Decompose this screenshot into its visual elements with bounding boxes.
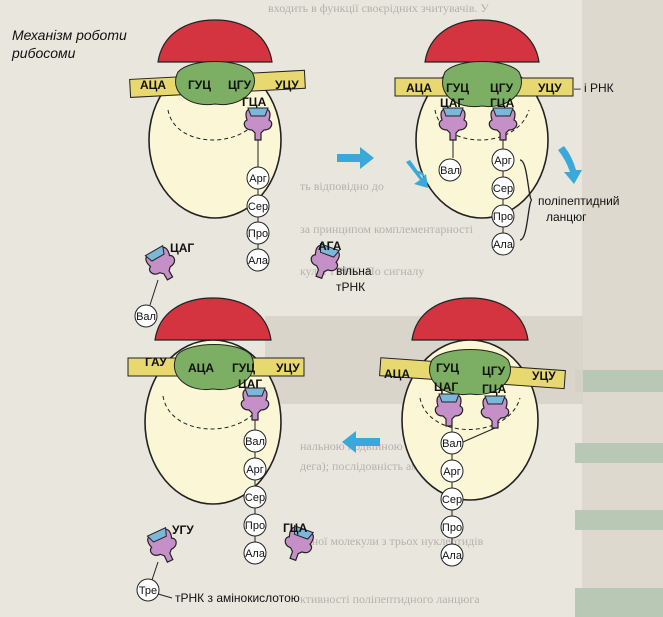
amino-acid: Про <box>245 520 265 532</box>
amino-acid: Ала <box>245 548 266 560</box>
left-arrow-icon <box>342 431 380 453</box>
ribosome-large-subunit <box>424 19 540 63</box>
active-site <box>175 61 255 106</box>
amino-acid: Ала <box>493 239 514 251</box>
anticodon-label: ГЦА <box>283 521 308 535</box>
amino-acid: Ала <box>442 550 463 562</box>
right-arrow-icon <box>337 147 374 169</box>
amino-acid: Арг <box>246 464 263 476</box>
amino-acid: Про <box>493 211 513 223</box>
amino-acid: Вал <box>440 165 460 177</box>
amino-acid: Тре <box>139 585 157 597</box>
svg-text:за принципом комплементарності: за принципом комплементарності <box>300 222 474 236</box>
chain-brace <box>519 159 533 241</box>
anticodon-label: ЦАГ <box>440 96 464 110</box>
active-site <box>429 349 511 396</box>
amino-acid: Арг <box>249 173 266 185</box>
mrna-codon: АЦА <box>384 367 410 381</box>
polypeptide-chain: Вал Арг Сер Про Ала <box>243 429 267 565</box>
trna-with-aa-label: тРНК з амінокислотою <box>175 591 300 605</box>
panel-1: АЦА ГУЦ ЦГУ УЦУ ГЦА Арг Сер Про Ала ЦАГ … <box>129 19 372 328</box>
amino-acid: Про <box>442 522 462 534</box>
mrna-codon: АЦА <box>188 361 214 375</box>
mrna-codon: ГУЦ <box>446 81 469 95</box>
anticodon-label: ГЦА <box>482 382 507 396</box>
amino-acid: Сер <box>245 492 265 504</box>
polypeptide-label: ланцюг <box>546 210 587 224</box>
anticodon-label: ГЦА <box>242 95 267 109</box>
down-arrow-icon <box>558 146 582 184</box>
mrna-codon: АЦА <box>140 78 166 92</box>
down-arrow-icon <box>406 160 428 188</box>
amino-acid: Вал <box>136 311 156 323</box>
irna-label: – і РНК <box>574 81 614 95</box>
anticodon-label: ЦАГ <box>170 241 194 255</box>
free-trna-label: тРНК <box>336 280 365 294</box>
anticodon-label: УГУ <box>172 523 194 537</box>
polypeptide-chain: Вал Арг Сер Про Ала <box>440 431 464 567</box>
polypeptide-chain: Арг Сер Про Ала <box>491 148 515 256</box>
panel-4: ГАУ АЦА ГУЦ УЦУ ЦАГ Вал Арг Сер Про Ала … <box>127 297 318 605</box>
ribosome-large-subunit <box>411 297 529 341</box>
svg-text:входить в функції своєрідних з: входить в функції своєрідних зчитувачів.… <box>268 1 489 15</box>
diagram-title-line1: Механізм роботи <box>12 27 127 43</box>
anticodon-label: АГА <box>318 239 342 253</box>
mrna-codon: ГУЦ <box>188 78 211 92</box>
polypeptide-label: поліпептидний <box>538 194 619 208</box>
amino-acid: Сер <box>493 183 513 195</box>
mrna-codon: ГУЦ <box>436 361 459 375</box>
mrna-codon: ЦГУ <box>482 364 506 378</box>
free-trna-label: вільна <box>336 264 372 278</box>
svg-text:ть відповідно до: ть відповідно до <box>300 179 384 193</box>
ribosome-large-subunit <box>157 19 273 63</box>
mrna-codon: ГУЦ <box>232 361 255 375</box>
mrna-codon: УЦУ <box>276 361 300 375</box>
mrna-codon: УЦУ <box>275 78 299 92</box>
mrna-codon: ГАУ <box>145 355 167 369</box>
mrna-codon: АЦА <box>406 81 432 95</box>
mrna-codon: УЦУ <box>532 369 556 383</box>
amino-acid: Сер <box>442 494 462 506</box>
anticodon-label: ЦАГ <box>434 380 458 394</box>
amino-acid: Про <box>248 228 268 240</box>
polypeptide-chain: Арг Сер Про Ала <box>246 166 270 272</box>
panel-2: АЦА ГУЦ ЦГУ УЦУ – і РНК ЦАГ ГЦА Вал Арг … <box>394 19 619 256</box>
amino-acid: Сер <box>248 201 268 213</box>
amino-acid: Арг <box>443 466 460 478</box>
amino-acid: Ала <box>248 255 269 267</box>
active-site <box>174 344 254 391</box>
active-site <box>442 61 522 108</box>
mrna-codon: ЦГУ <box>490 81 514 95</box>
ribosome-large-subunit <box>154 297 272 341</box>
anticodon-label: ГЦА <box>490 96 515 110</box>
amino-acid: Вал <box>442 438 462 450</box>
mrna-codon: ЦГУ <box>228 78 252 92</box>
svg-text:ктивності поліпептидного ланцю: ктивності поліпептидного ланцюга <box>300 592 480 606</box>
amino-acid: Арг <box>494 155 511 167</box>
diagram-title-line2: рибосоми <box>11 45 76 61</box>
mrna-codon: УЦУ <box>538 81 562 95</box>
panel-3: АЦА ГУЦ ЦГУ УЦУ ЦАГ ГЦА Вал Арг Сер Про … <box>379 297 566 567</box>
svg-text:наної молекули з трьох нуклеот: наної молекули з трьох нуклеотидів <box>300 534 484 548</box>
amino-acid: Вал <box>245 436 265 448</box>
